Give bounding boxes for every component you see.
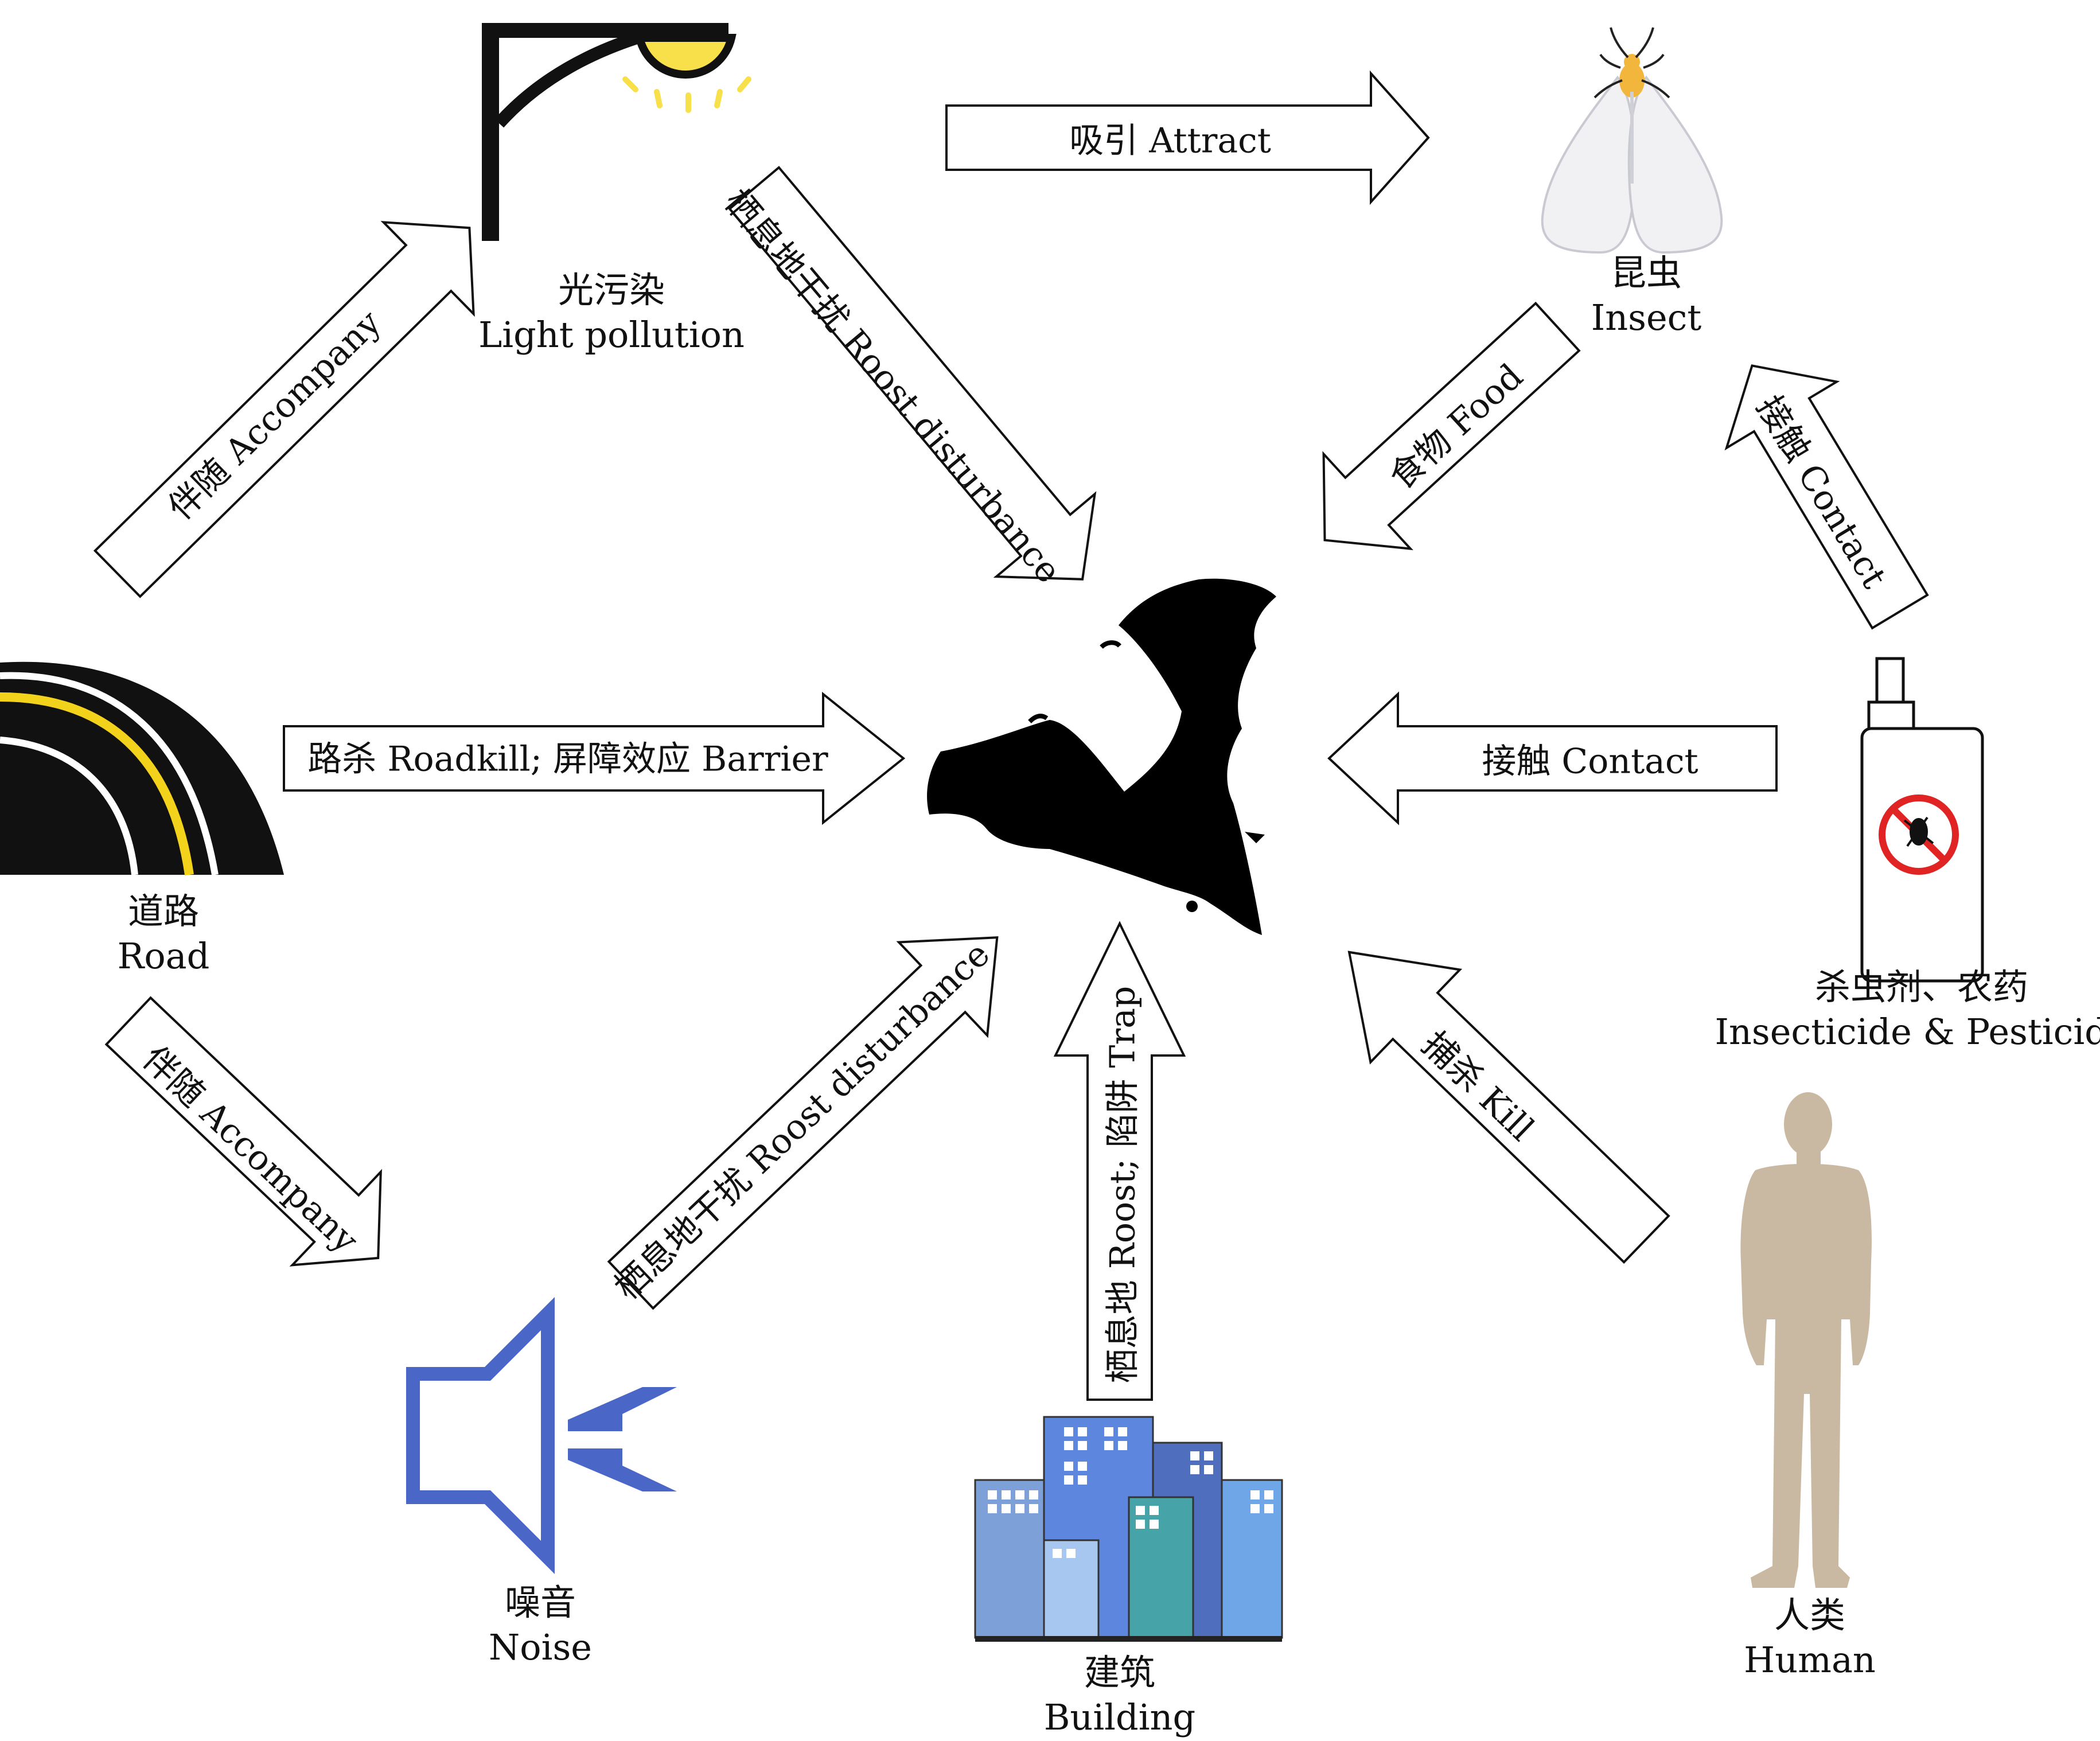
human-icon [1740, 1092, 1872, 1588]
node-label-insect: 昆虫 Insect [1591, 251, 1702, 340]
road-icon [0, 661, 284, 876]
arrow-attract [945, 70, 1430, 205]
pesticide-label-zh: 杀虫剂、农药 [1814, 966, 2028, 1008]
arrow-accompany-up [93, 221, 475, 598]
building-label-zh: 建筑 [1084, 1652, 1156, 1693]
buildings-icon [974, 1416, 1283, 1642]
arrow-label-roost-trap: 栖息地 Roost; 陷阱 Trap [1102, 986, 1143, 1384]
arrow-contact-up [1724, 364, 1929, 630]
arrow-label-attract: 吸引 Attract [1069, 120, 1271, 161]
human-label-zh: 人类 [1774, 1594, 1845, 1636]
node-label-light: 光污染 Light pollution [478, 268, 745, 357]
node-label-human: 人类 Human [1744, 1593, 1876, 1682]
arrow-roost-light [728, 166, 1097, 581]
arrow-roost-trap [1053, 921, 1186, 1401]
insect-label-en: Insect [1591, 297, 1702, 338]
arrow-kill [1347, 951, 1670, 1264]
insect-label-zh: 昆虫 [1610, 252, 1682, 294]
human-label-en: Human [1744, 1639, 1876, 1681]
node-label-noise: 噪音 Noise [489, 1580, 592, 1670]
arrow-roost-noise [607, 936, 999, 1310]
arrow-accompany-down [104, 996, 382, 1267]
pesticide-label-en: Insecticide & Pesticide [1715, 1011, 2100, 1053]
bat-icon [927, 578, 1276, 935]
arrow-food [1322, 301, 1581, 551]
spray-can-icon [1860, 657, 1984, 983]
node-label-road: 道路 Road [118, 889, 210, 979]
light-label-en: Light pollution [478, 314, 745, 356]
node-label-pesticide: 杀虫剂、农药 Insecticide & Pesticide [1715, 965, 2100, 1054]
road-label-zh: 道路 [127, 890, 200, 932]
light-label-zh: 光污染 [558, 269, 665, 311]
arrow-label-roadkill: 路杀 Roadkill; 屏障效应 Barrier [307, 739, 828, 780]
streetlight-icon [482, 23, 751, 241]
building-label-en: Building [1043, 1696, 1196, 1738]
arrow-label-contact-left: 接触 Contact [1482, 741, 1698, 782]
node-label-building: 建筑 Building [1044, 1650, 1195, 1740]
speaker-icon [406, 1297, 677, 1574]
noise-label-zh: 噪音 [504, 1582, 576, 1623]
arrow-contact-left [1327, 691, 1778, 825]
road-label-en: Road [117, 935, 210, 977]
noise-label-en: Noise [489, 1626, 592, 1668]
moth-icon [1541, 27, 1723, 254]
arrow-roadkill [283, 691, 906, 825]
